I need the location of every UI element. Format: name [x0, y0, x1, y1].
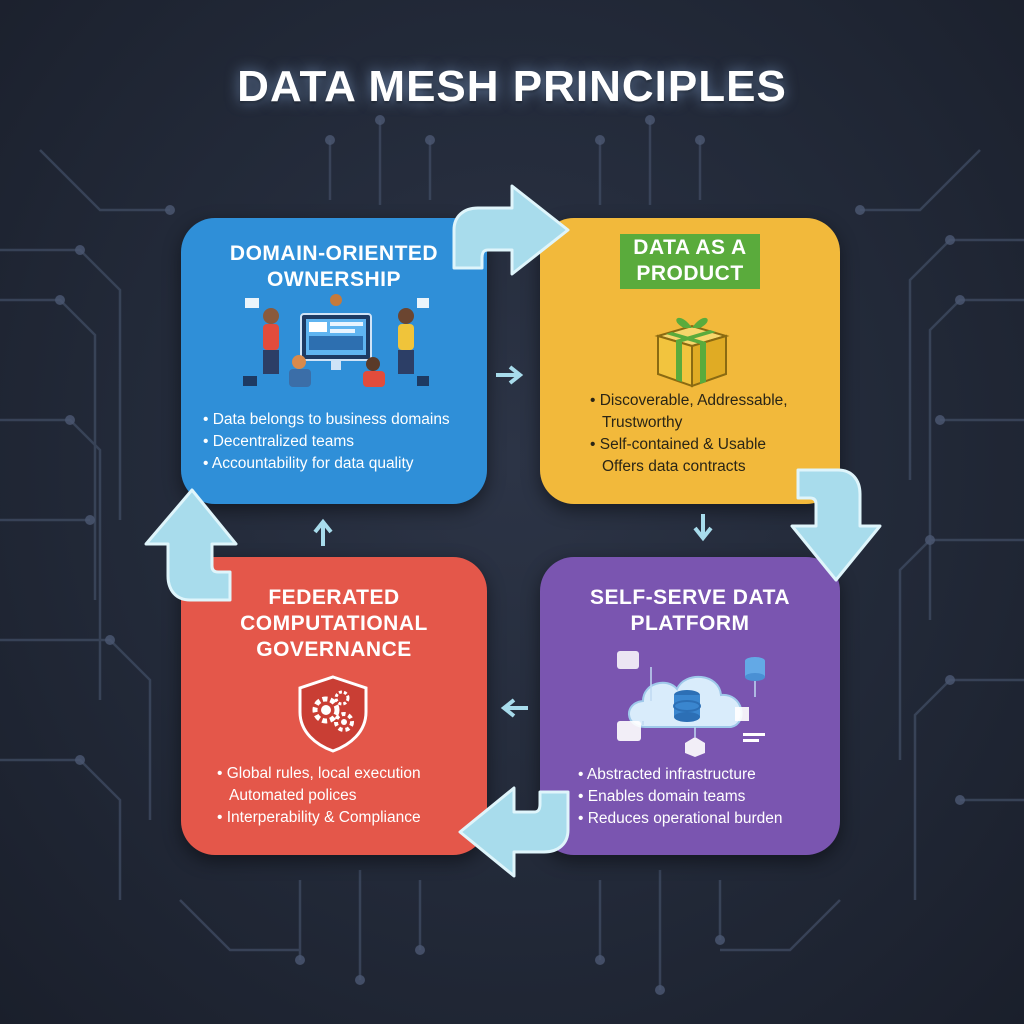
- bullet-item: • Accountability for data quality: [203, 455, 414, 472]
- bullet-item: • Self-contained & Usable: [590, 436, 767, 453]
- domain-ownership-bullets: • Data belongs to business domains • Dec…: [203, 409, 475, 475]
- connector-arrow-down: [693, 514, 713, 542]
- bullet-item: Offers data contracts: [602, 458, 746, 475]
- self-serve-platform-card: SELF-SERVE DATA PLATFORM • Abstracted in…: [540, 557, 840, 855]
- self-serve-platform-bullets: • Abstracted infrastructure • Enables do…: [578, 764, 828, 830]
- bullet-item: • Enables domain teams: [578, 788, 746, 805]
- bullet-item: • Reduces operational burden: [578, 810, 783, 827]
- cycle-arrow-bottom-left: [458, 786, 570, 878]
- cloud-database-icon: [617, 651, 765, 757]
- people-collaborating-illustration: [243, 294, 429, 387]
- bullet-item: • Discoverable, Addressable,: [590, 392, 788, 409]
- gift-box-icon: [654, 317, 730, 388]
- shield-gears-icon: [298, 675, 368, 753]
- bullet-item: Trustworthy: [602, 414, 683, 431]
- domain-ownership-title: DOMAIN-ORIENTED OWNERSHIP: [229, 242, 439, 291]
- bullet-item: • Decentralized teams: [203, 433, 355, 450]
- diagram-title: DATA MESH PRINCIPLES: [237, 62, 787, 111]
- bullet-item: • Abstracted infrastructure: [578, 766, 756, 783]
- connector-arrow-left: [500, 698, 528, 718]
- self-serve-platform-title: SELF-SERVE DATA PLATFORM: [589, 586, 791, 635]
- connector-arrow-up: [313, 518, 333, 546]
- cycle-arrow-right-down: [790, 468, 882, 582]
- bullet-item: • Interperability & Compliance: [217, 809, 421, 826]
- cycle-arrow-top-right: [452, 184, 570, 276]
- connector-arrow-right: [496, 365, 524, 385]
- data-as-product-card: DATA AS A PRODUCT • Discoverable, Addres…: [540, 218, 840, 504]
- data-as-product-bullets: • Discoverable, Addressable, Trustworthy…: [590, 390, 828, 478]
- governance-bullets: • Global rules, local execution Automate…: [217, 763, 475, 829]
- data-as-product-title: DATA AS A PRODUCT: [620, 234, 760, 289]
- cycle-arrow-left-up: [144, 488, 238, 602]
- bullet-item: • Data belongs to business domains: [203, 411, 450, 428]
- governance-card: FEDERATED COMPUTATIONAL GOVERNANCE • Glo…: [181, 557, 487, 855]
- bullet-item: • Global rules, local execution: [217, 765, 421, 782]
- governance-title: FEDERATED COMPUTATIONAL GOVERNANCE: [240, 586, 428, 661]
- domain-ownership-card: DOMAIN-ORIENTED OWNERSHIP: [181, 218, 487, 504]
- bullet-item: Automated polices: [229, 787, 357, 804]
